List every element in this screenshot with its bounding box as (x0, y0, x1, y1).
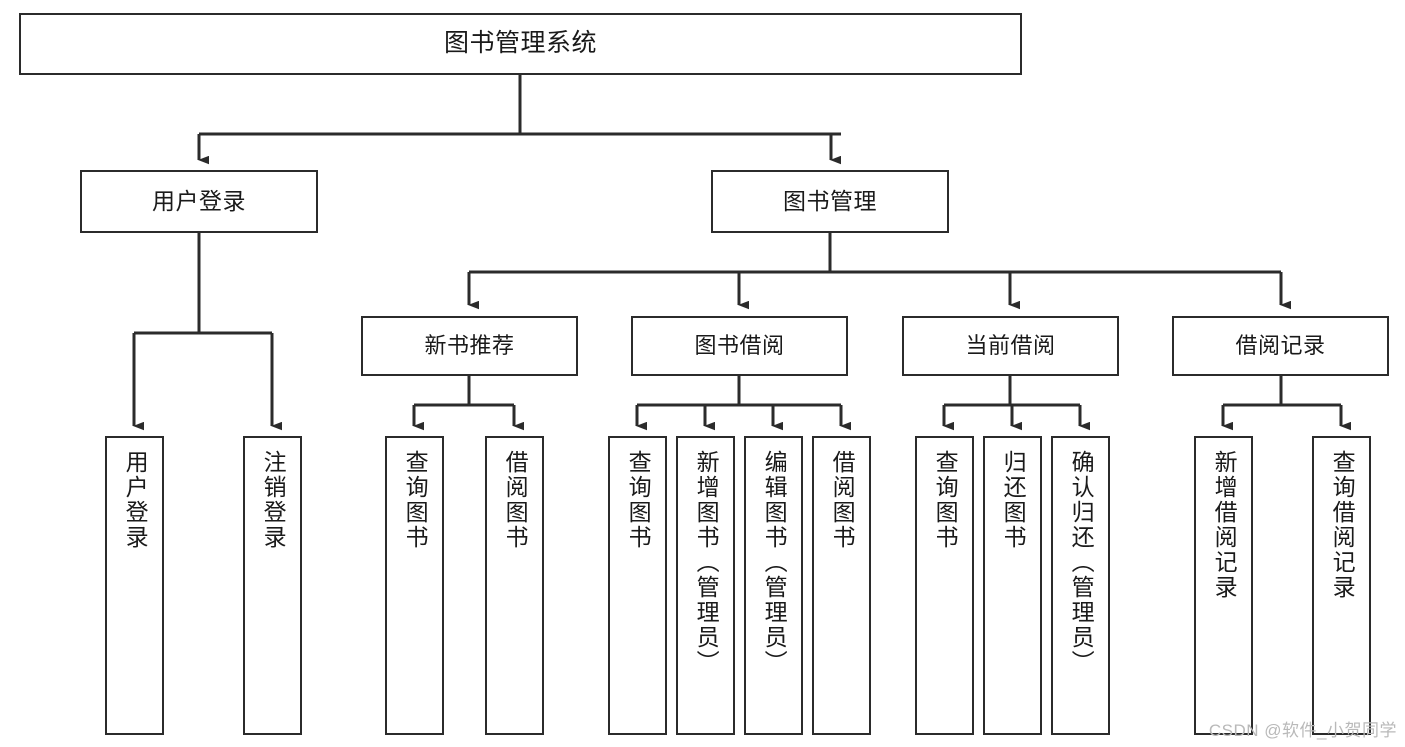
leaf-user-login-logout-label: 注销登录 (260, 450, 287, 550)
leaf-user-login-login[interactable]: 用户登录 (105, 436, 164, 735)
leaf-current-confirm-return[interactable]: 确认归还（管理员） (1051, 436, 1110, 735)
leaf-inner: 查询借阅记录 (1314, 438, 1369, 733)
node-book-management-label: 图书管理 (783, 187, 877, 214)
leaf-current-return-book-label: 归还图书 (1000, 450, 1027, 550)
node-book-borrow[interactable]: 图书借阅 (631, 316, 848, 376)
leaf-new-book-query-label: 查询图书 (402, 450, 429, 550)
node-root-system-label: 图书管理系统 (443, 29, 597, 58)
leaf-user-login-login-label: 用户登录 (122, 450, 149, 550)
leaf-new-book-borrow[interactable]: 借阅图书 (485, 436, 544, 735)
leaf-borrow-add-book[interactable]: 新增图书（管理员） (676, 436, 735, 735)
node-current-borrow[interactable]: 当前借阅 (902, 316, 1119, 376)
leaf-inner: 注销登录 (245, 438, 300, 733)
leaf-inner: 查询图书 (917, 438, 972, 733)
node-book-borrow-label: 图书借阅 (694, 333, 785, 359)
leaf-current-confirm-return-label: 确认归还（管理员） (1068, 450, 1095, 675)
leaf-new-book-query[interactable]: 查询图书 (385, 436, 444, 735)
leaf-borrow-add-book-label: 新增图书（管理员） (693, 450, 720, 675)
node-borrow-records[interactable]: 借阅记录 (1172, 316, 1389, 376)
node-current-borrow-label: 当前借阅 (965, 333, 1056, 359)
leaf-records-query-record-label: 查询借阅记录 (1329, 450, 1356, 600)
leaf-records-add-record[interactable]: 新增借阅记录 (1194, 436, 1253, 735)
node-book-management[interactable]: 图书管理 (711, 170, 949, 233)
leaf-inner: 新增图书（管理员） (678, 438, 733, 733)
node-borrow-records-label: 借阅记录 (1235, 333, 1326, 359)
leaf-current-query-book-label: 查询图书 (932, 450, 959, 550)
leaf-user-login-logout[interactable]: 注销登录 (243, 436, 302, 735)
leaf-borrow-borrow-book[interactable]: 借阅图书 (812, 436, 871, 735)
leaf-current-query-book[interactable]: 查询图书 (915, 436, 974, 735)
leaf-inner: 借阅图书 (487, 438, 542, 733)
leaf-borrow-query-book-label: 查询图书 (625, 450, 652, 550)
leaf-borrow-query-book[interactable]: 查询图书 (608, 436, 667, 735)
leaf-records-query-record[interactable]: 查询借阅记录 (1312, 436, 1371, 735)
leaf-inner: 查询图书 (610, 438, 665, 733)
leaf-records-add-record-label: 新增借阅记录 (1211, 450, 1238, 600)
node-new-book-recommend[interactable]: 新书推荐 (361, 316, 578, 376)
node-new-book-recommend-label: 新书推荐 (424, 333, 515, 359)
leaf-inner: 查询图书 (387, 438, 442, 733)
node-user-login[interactable]: 用户登录 (80, 170, 318, 233)
leaf-inner: 归还图书 (985, 438, 1040, 733)
leaf-inner: 确认归还（管理员） (1053, 438, 1108, 733)
leaf-inner: 借阅图书 (814, 438, 869, 733)
leaf-inner: 用户登录 (107, 438, 162, 733)
leaf-current-return-book[interactable]: 归还图书 (983, 436, 1042, 735)
leaf-new-book-borrow-label: 借阅图书 (502, 450, 529, 550)
leaf-borrow-edit-book[interactable]: 编辑图书（管理员） (744, 436, 803, 735)
node-root-system[interactable]: 图书管理系统 (19, 13, 1022, 75)
leaf-borrow-borrow-book-label: 借阅图书 (829, 450, 856, 550)
leaf-borrow-edit-book-label: 编辑图书（管理员） (761, 450, 788, 675)
leaf-inner: 编辑图书（管理员） (746, 438, 801, 733)
leaf-inner: 新增借阅记录 (1196, 438, 1251, 733)
node-user-login-label: 用户登录 (152, 187, 246, 214)
